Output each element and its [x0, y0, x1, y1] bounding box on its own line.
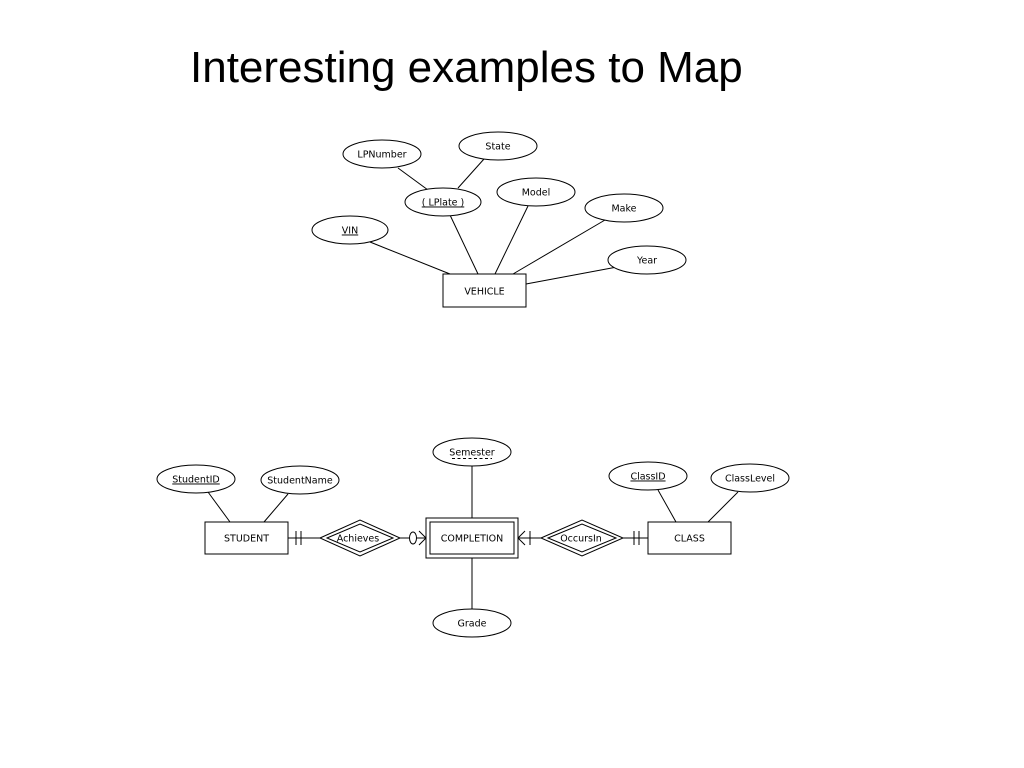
- edge-state-lplate: [457, 158, 485, 189]
- entity-class-label: CLASS: [674, 534, 705, 545]
- edge-lplate-vehicle: [449, 214, 479, 275]
- entity-completion-inner: [429, 521, 515, 555]
- cardinality-mandatory-many-completion: [517, 530, 531, 546]
- edge-classlevel-class: [707, 491, 739, 523]
- cardinality-optional-many-completion: [409, 530, 427, 546]
- attribute-studentname-label: StudentName: [267, 476, 333, 487]
- entity-completion-label: COMPLETION: [441, 534, 504, 545]
- entity-student: [204, 521, 289, 555]
- edge-year-vehicle: [525, 266, 618, 285]
- entity-class: [647, 521, 732, 555]
- entity-vehicle: [442, 273, 527, 308]
- attribute-year-label: Year: [636, 256, 657, 267]
- entity-vehicle-label: VEHICLE: [464, 287, 504, 298]
- attribute-vin: [311, 215, 389, 245]
- relationship-occursin-inner: [546, 523, 618, 553]
- attribute-classlevel-label: ClassLevel: [725, 474, 775, 485]
- edge-classid-class: [657, 489, 677, 523]
- edge-make-vehicle: [512, 219, 606, 275]
- attribute-classid-label: ClassID: [630, 472, 665, 483]
- attribute-studentid-label: StudentID: [172, 475, 220, 486]
- attribute-make-label: Make: [611, 204, 636, 215]
- edge-model-vehicle: [494, 205, 529, 275]
- attribute-state: [458, 131, 538, 161]
- attribute-lplate: [404, 187, 482, 217]
- attribute-state-label: State: [485, 142, 510, 153]
- attribute-classid: [608, 461, 688, 491]
- slide-title: Interesting examples to Map: [190, 43, 743, 92]
- attribute-vin-label: VIN: [342, 226, 358, 237]
- attribute-lplate-label: ( LPlate ): [422, 198, 465, 209]
- relationship-occursin-label: OccursIn: [560, 534, 602, 545]
- attribute-make: [584, 193, 664, 223]
- completion-diagram: STUDENT COMPLETION CLASS Achieves Occurs…: [156, 437, 790, 638]
- attribute-lpnumber-label: LPNumber: [357, 150, 406, 161]
- cardinality-mandatory-one-class: [633, 531, 640, 545]
- attribute-classlevel: [710, 463, 790, 493]
- edge-lpnumber-lplate: [397, 167, 429, 191]
- attribute-year: [607, 245, 687, 275]
- attribute-grade: [432, 608, 512, 638]
- edge-studentid-student: [207, 491, 231, 523]
- entity-student-label: STUDENT: [224, 534, 269, 545]
- edge-studentname-student: [263, 493, 289, 523]
- vehicle-diagram: VEHICLE VIN ( LPlate ) LPNumber State Mo…: [311, 131, 687, 308]
- attribute-studentid: [156, 464, 236, 494]
- edge-vin-vehicle: [369, 241, 451, 275]
- relationship-achieves-inner: [325, 523, 395, 553]
- attribute-lpnumber: [342, 139, 422, 169]
- attribute-studentname: [260, 465, 340, 495]
- attribute-model: [496, 177, 576, 207]
- attribute-model-label: Model: [522, 188, 551, 199]
- attribute-grade-label: Grade: [458, 619, 487, 630]
- attribute-semester-label: Semester: [449, 448, 494, 459]
- relationship-achieves-label: Achieves: [337, 534, 380, 545]
- cardinality-mandatory-one-student: [295, 531, 302, 545]
